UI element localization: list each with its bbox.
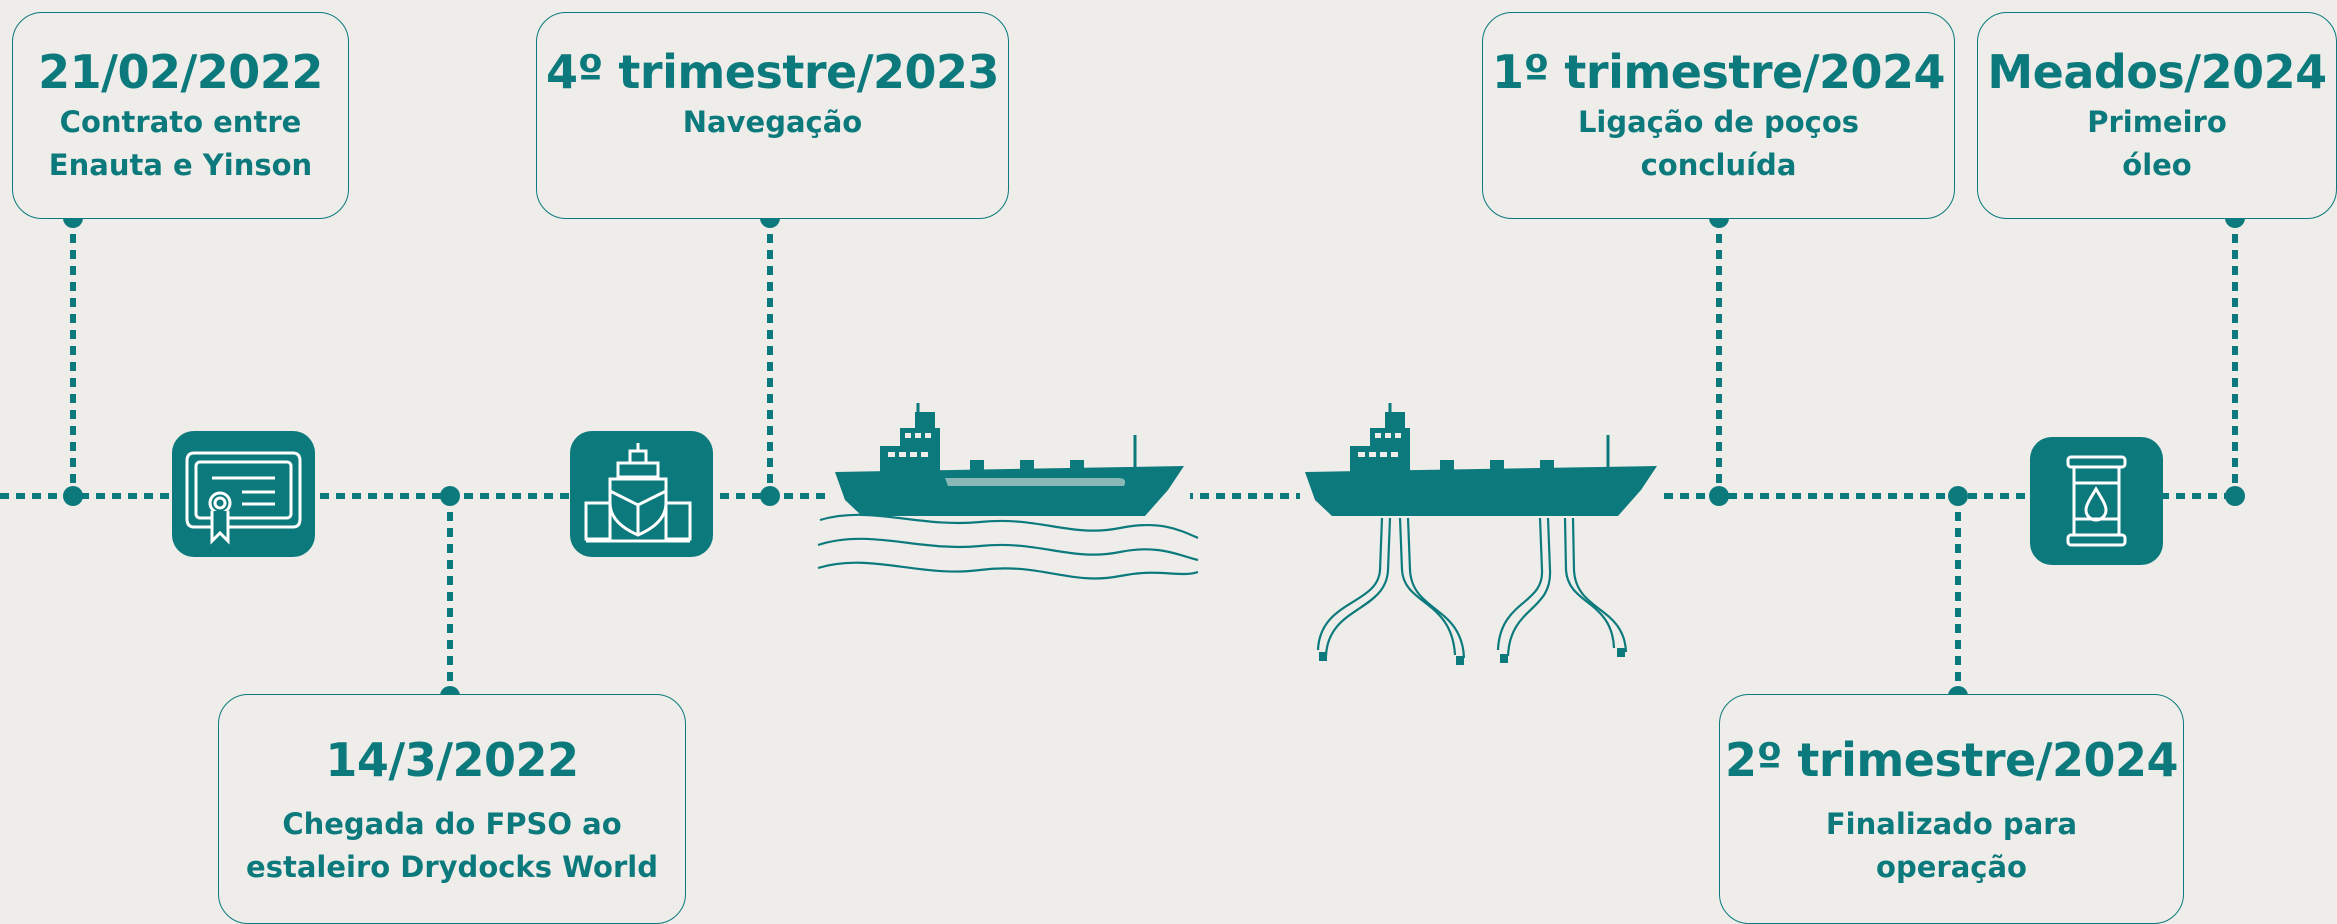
milestone-card-5: 2º trimestre/2024 Finalizado para operaç…: [1719, 694, 2184, 924]
dot: [1709, 486, 1729, 506]
certificate-icon: [185, 451, 302, 545]
certificate-icon-tile: [172, 431, 315, 557]
milestone-date: 21/02/2022: [38, 45, 323, 99]
milestone-date: 14/3/2022: [325, 733, 579, 787]
milestone-card-2: 14/3/2022 Chegada do FPSO ao estaleiro D…: [218, 694, 686, 924]
milestone-date: 4º trimestre/2023: [545, 45, 1000, 99]
milestone-date: 2º trimestre/2024: [1724, 733, 2179, 787]
timeline-connectors: [0, 218, 2240, 696]
timeline-graphics: [0, 208, 2245, 706]
milestone-date: Meados/2024: [1987, 45, 2327, 99]
milestone-card-1: 21/02/2022 Contrato entre Enauta e Yinso…: [12, 12, 349, 219]
shipyard-icon-tile: [570, 431, 713, 557]
milestone-card-3: 4º trimestre/2023 Navegação: [536, 12, 1009, 219]
connected-ship-icon: [1300, 403, 1660, 665]
oil-barrel-icon-tile: [2030, 437, 2163, 565]
timeline-dots: [63, 208, 2245, 706]
milestone-description: Chegada do FPSO ao estaleiro Drydocks Wo…: [246, 807, 658, 884]
dot: [63, 486, 83, 506]
dot: [2225, 486, 2245, 506]
milestone-description: Navegação: [682, 105, 863, 139]
sailing-ship-icon: [817, 403, 1199, 580]
dot: [760, 486, 780, 506]
milestone-description: Primeiro óleo: [2087, 105, 2227, 182]
milestone-card-4: 1º trimestre/2024 Ligação de poços concl…: [1482, 12, 1955, 219]
milestone-description: Ligação de poços concluída: [1577, 105, 1860, 182]
shipyard-icon: [584, 443, 692, 543]
dot: [440, 486, 460, 506]
milestone-description: Contrato entre Enauta e Yinson: [48, 105, 313, 182]
dot: [1948, 486, 1968, 506]
milestone-date: 1º trimestre/2024: [1491, 45, 1946, 99]
milestone-card-6: Meados/2024 Primeiro óleo: [1977, 12, 2337, 219]
milestone-description: Finalizado para operação: [1825, 807, 2078, 884]
oil-barrel-icon: [2066, 455, 2127, 547]
